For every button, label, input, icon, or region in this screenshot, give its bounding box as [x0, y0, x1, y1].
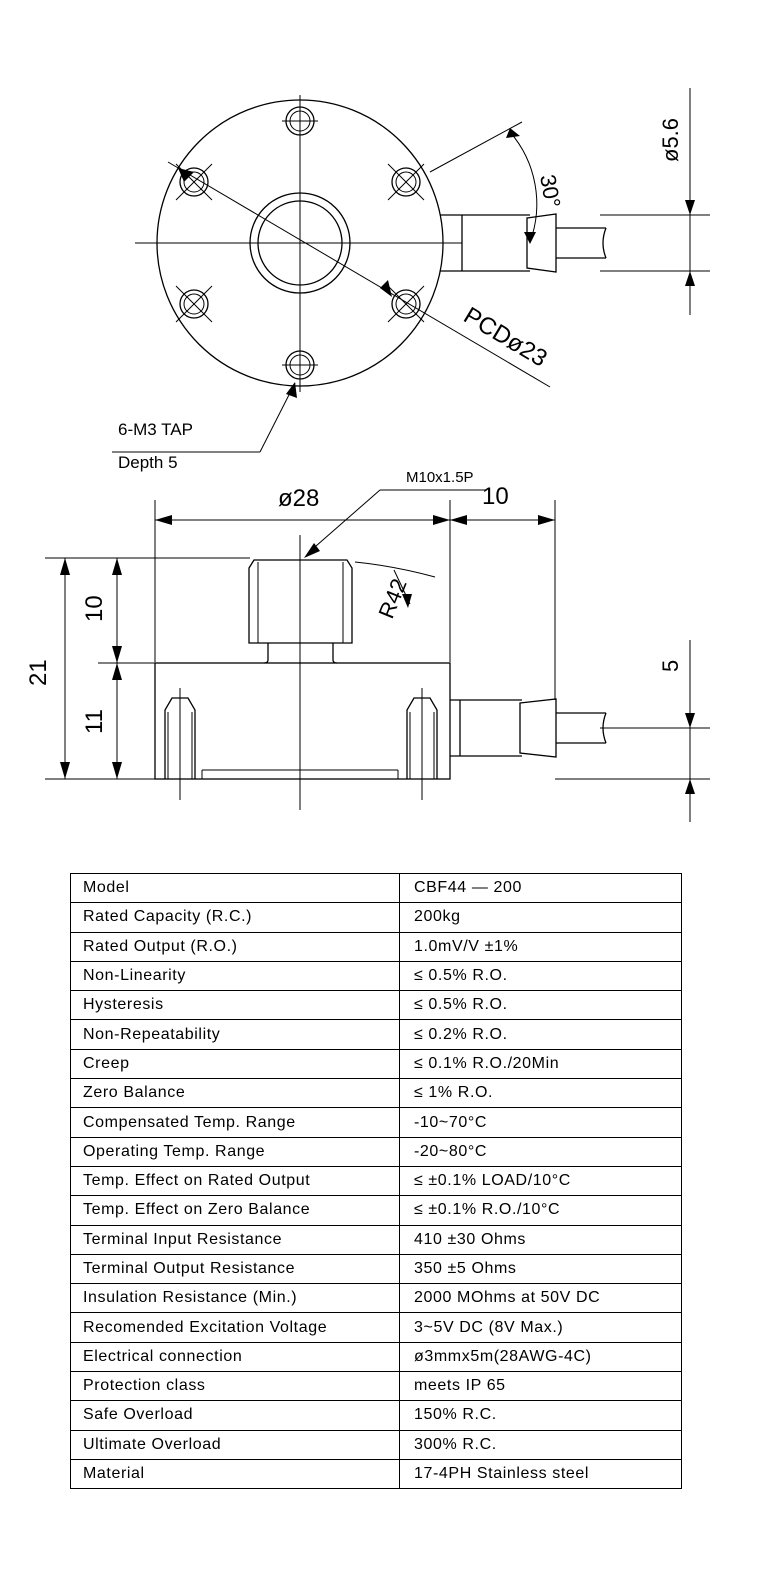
angle-dimension: 30° [535, 173, 565, 210]
spec-value: ≤ 0.1% R.O./20Min [399, 1048, 682, 1080]
spec-value: 2000 MOhms at 50V DC [399, 1283, 682, 1314]
spec-row: Insulation Resistance (Min.)2000 MOhms a… [70, 1283, 682, 1314]
side-view: ø28 M10x1.5P 10 R42 [25, 469, 710, 822]
spec-value: ≤ 0.5% R.O. [399, 960, 682, 992]
spec-value: ≤ ±0.1% R.O./10°C [399, 1195, 682, 1226]
spec-row: Rated Output (R.O.)1.0mV/V ±1% [70, 931, 682, 962]
spec-label: Rated Output (R.O.) [70, 931, 400, 962]
spec-row: Compensated Temp. Range-10~70°C [70, 1107, 682, 1138]
cable-diameter-dimension: ø5.6 [658, 118, 683, 162]
spec-label: Temp. Effect on Zero Balance [70, 1195, 400, 1226]
tap-hole-top [282, 103, 318, 139]
tap-hole-lower-right [387, 285, 425, 323]
spec-row: Non-Repeatability≤ 0.2% R.O. [70, 1019, 682, 1050]
pcd-diagonal-line [167, 161, 551, 388]
spec-label: Terminal Output Resistance [70, 1253, 400, 1285]
spec-value: 410 ±30 Ohms [399, 1224, 682, 1255]
spec-value: 150% R.C. [399, 1400, 682, 1431]
tap-note: 6-M3 TAP [118, 420, 193, 439]
spec-value: ≤ 0.5% R.O. [399, 990, 682, 1021]
spec-value: 1.0mV/V ±1% [399, 931, 682, 962]
cable-side-view [450, 698, 607, 758]
thread-note: M10x1.5P [406, 469, 474, 486]
tap-hole-lower-left [175, 285, 213, 323]
cable-offset-dimension: 10 [482, 483, 509, 510]
lower-height-dimension: 11 [81, 709, 108, 734]
spec-row: Rated Capacity (R.C.)200kg [70, 902, 682, 933]
technical-drawing: 30° ø5.6 PCDø23 6-M3 TAP Depth 5 ø28 M10… [25, 88, 710, 822]
outer-diameter-dimension: ø28 [278, 485, 319, 512]
tap-hole-bottom [282, 347, 318, 383]
spec-row: Creep≤ 0.1% R.O./20Min [70, 1048, 682, 1080]
cable-top-view [440, 213, 607, 273]
spec-label: Hysteresis [70, 990, 400, 1021]
spec-value: 200kg [399, 902, 682, 933]
upper-height-dimension: 10 [81, 595, 108, 622]
spec-label: Temp. Effect on Rated Output [70, 1165, 400, 1197]
spec-label: Operating Temp. Range [70, 1136, 400, 1167]
spec-label: Terminal Input Resistance [70, 1224, 400, 1255]
spec-label: Compensated Temp. Range [70, 1107, 400, 1138]
spec-label: Ultimate Overload [70, 1429, 400, 1460]
spec-label: Non-Repeatability [70, 1019, 400, 1050]
spec-value: meets IP 65 [399, 1371, 682, 1402]
cable-height-dimension: 5 [658, 660, 683, 672]
radius-dimension: R42 [373, 575, 411, 622]
load-cell-body [154, 535, 451, 810]
spec-value: 17-4PH Stainless steel [399, 1458, 682, 1490]
spec-value: 3~5V DC (8V Max.) [399, 1312, 682, 1343]
spec-value: -20~80°C [399, 1136, 682, 1167]
spec-label: Electrical connection [70, 1341, 400, 1373]
spec-row: Temp. Effect on Rated Output≤ ±0.1% LOAD… [70, 1165, 682, 1197]
tap-depth-note: Depth 5 [118, 453, 178, 472]
spec-value: 300% R.C. [399, 1429, 682, 1460]
spec-value: CBF44 — 200 [399, 872, 682, 904]
spec-value: 350 ±5 Ohms [399, 1253, 682, 1285]
spec-row: Non-Linearity≤ 0.5% R.O. [70, 960, 682, 992]
spec-row: Hysteresis≤ 0.5% R.O. [70, 990, 682, 1021]
spec-value: ø3mmx5m(28AWG-4C) [399, 1341, 682, 1373]
spec-label: Model [70, 872, 400, 904]
spec-label: Rated Capacity (R.C.) [70, 902, 400, 933]
pcd-dimension: PCDø23 [459, 302, 552, 373]
angle-arc [509, 131, 538, 243]
spec-value: ≤ 1% R.O. [399, 1078, 682, 1109]
tap-hole-upper-right [387, 163, 425, 201]
spec-label: Zero Balance [70, 1078, 400, 1109]
spec-row: Operating Temp. Range-20~80°C [70, 1136, 682, 1167]
angle-reference-line [429, 121, 523, 173]
spec-row: Temp. Effect on Zero Balance≤ ±0.1% R.O.… [70, 1195, 682, 1226]
spec-value: -10~70°C [399, 1107, 682, 1138]
total-height-dimension: 21 [25, 659, 52, 686]
spec-value: ≤ ±0.1% LOAD/10°C [399, 1165, 682, 1197]
radius-leader [354, 561, 436, 578]
top-view: 30° ø5.6 PCDø23 6-M3 TAP Depth 5 [112, 88, 710, 472]
spec-row: Zero Balance≤ 1% R.O. [70, 1078, 682, 1109]
spec-label: Insulation Resistance (Min.) [70, 1283, 400, 1314]
spec-label: Safe Overload [70, 1400, 400, 1431]
spec-label: Protection class [70, 1371, 400, 1402]
spec-value: ≤ 0.2% R.O. [399, 1019, 682, 1050]
spec-label: Material [70, 1458, 400, 1490]
spec-label: Creep [70, 1048, 400, 1080]
spec-label: Non-Linearity [70, 960, 400, 992]
spec-label: Recomended Excitation Voltage [70, 1312, 400, 1343]
